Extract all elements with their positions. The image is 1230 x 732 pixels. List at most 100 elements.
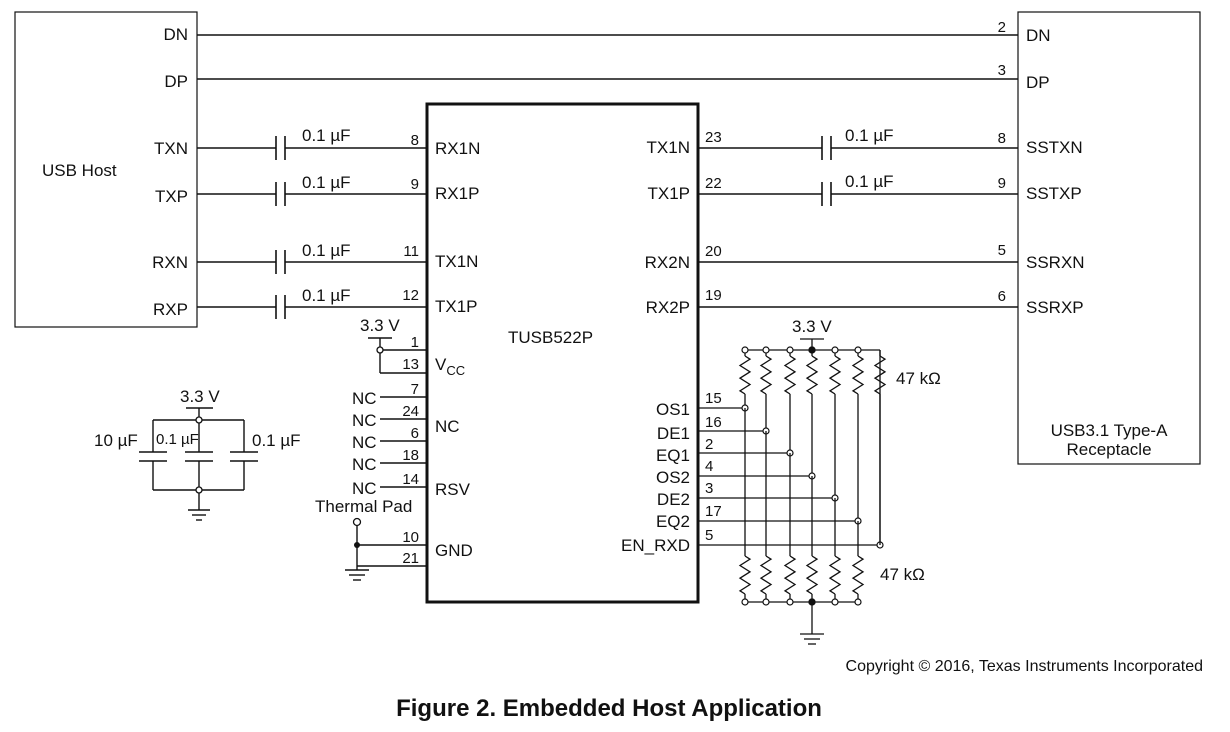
chip-pin-rx2p: RX2P (646, 298, 690, 317)
host-pin-txp: TXP (155, 187, 188, 206)
chip-pin-de1: DE1 (657, 424, 690, 443)
nc-pin-wires (380, 396, 427, 488)
pullup-resistor (738, 355, 752, 395)
pin-num-4: 4 (705, 458, 713, 475)
host-pin-dp: DP (164, 72, 188, 91)
usb-host-title: USB Host (42, 161, 117, 180)
chip-pin-rx1n: RX1N (435, 139, 480, 158)
decoupling-cap-01uf-a: 0.1 µF (156, 431, 199, 448)
rcpt-pin-num-9: 9 (998, 175, 1006, 192)
decoupling-cap-10uf: 10 µF (94, 431, 138, 450)
chip-pin-tx1n-left: TX1N (435, 252, 478, 271)
decoupling-supply-label: 3.3 V (180, 387, 220, 406)
usb-host-block (14, 11, 198, 328)
pullup-bus-node (786, 346, 794, 354)
pin-num-19: 19 (705, 287, 722, 304)
coupling-cap-label-4: 0.1 µF (302, 286, 351, 305)
pulldown-value-label: 47 kΩ (880, 565, 925, 584)
rcpt-pin-num-6: 6 (998, 288, 1006, 305)
pin-num-6: 6 (411, 425, 419, 442)
chip-pin-de2: DE2 (657, 490, 690, 509)
vcc-wires (368, 337, 427, 374)
nc-label-18: NC (352, 455, 377, 474)
receptacle-title-line2: Receptacle (1066, 440, 1151, 459)
decoupling-cap-plates (139, 451, 258, 462)
pullup-resistor (759, 355, 773, 395)
pin-num-5: 5 (705, 527, 713, 544)
gnd-wires (345, 522, 427, 581)
chip-pin-tx1n-right: TX1N (647, 138, 690, 157)
pin-num-14: 14 (402, 471, 419, 488)
host-pin-rxn: RXN (152, 253, 188, 272)
nc-label-6: NC (352, 433, 377, 452)
pulldown-resistor (759, 555, 773, 595)
rcpt-pin-ssrxp: SSRXP (1026, 298, 1084, 317)
pin-num-21: 21 (402, 550, 419, 567)
pin-num-9: 9 (411, 176, 419, 193)
pulldown-resistor (783, 555, 797, 595)
rcpt-pin-num-8: 8 (998, 130, 1006, 147)
pin-num-22: 22 (705, 175, 722, 192)
rcpt-pin-dp: DP (1026, 73, 1050, 92)
host-pin-txn: TXN (154, 139, 188, 158)
coupling-cap-label-1: 0.1 µF (302, 126, 351, 145)
pullup-bus-node (741, 346, 749, 354)
thermal-pad-label: Thermal Pad (315, 497, 412, 516)
pullup-supply-label: 3.3 V (792, 317, 832, 336)
pulldown-bus-node (741, 598, 749, 606)
pulldown-resistor (851, 555, 865, 595)
rcpt-pin-num-3: 3 (998, 62, 1006, 79)
thermal-pad-node (352, 517, 362, 527)
receptacle-block (1017, 11, 1201, 465)
pullup-resistor (828, 355, 842, 395)
pin-num-18: 18 (402, 447, 419, 464)
pin-num-2: 2 (705, 436, 713, 453)
pulldown-bus-node (786, 598, 794, 606)
chip-name: TUSB522P (508, 328, 593, 347)
pullup-bus-node (762, 346, 770, 354)
chip-pin-rsv: RSV (435, 480, 471, 499)
vcc-supply-label: 3.3 V (360, 316, 400, 335)
chip-pin-os2: OS2 (656, 468, 690, 487)
pin-num-17: 17 (705, 503, 722, 520)
pin-num-13: 13 (402, 356, 419, 373)
rcpt-pin-dn: DN (1026, 26, 1051, 45)
pullup-value-label: 47 kΩ (896, 369, 941, 388)
pin-num-1: 1 (411, 334, 419, 351)
coupling-cap-plates-left (275, 136, 286, 319)
chip-pin-os1: OS1 (656, 400, 690, 419)
rcpt-pin-num-2: 2 (998, 19, 1006, 36)
pin-num-15: 15 (705, 390, 722, 407)
rcpt-pin-ssrxn: SSRXN (1026, 253, 1085, 272)
pullup-resistor (783, 355, 797, 395)
rcpt-pin-num-5: 5 (998, 242, 1006, 259)
host-pin-dn: DN (163, 25, 188, 44)
gnd-junction (354, 542, 360, 548)
pulldown-resistor (805, 555, 819, 595)
chip-pin-nc: NC (435, 417, 460, 436)
chip-pin-vcc: VCC (435, 355, 465, 378)
nc-label-7: NC (352, 389, 377, 408)
rcpt-pin-sstxn: SSTXN (1026, 138, 1083, 157)
pin-num-16: 16 (705, 414, 722, 431)
decoupling-top-node (195, 416, 203, 424)
pulldown-bus-node (831, 598, 839, 606)
supply-junction (808, 346, 816, 354)
tusb522p-chip (425, 102, 700, 604)
pullup-resistor (851, 355, 865, 395)
pin-num-8: 8 (411, 132, 419, 149)
nc-label-24: NC (352, 411, 377, 430)
pulldown-resistor (738, 555, 752, 595)
pin-num-10: 10 (402, 529, 419, 546)
coupling-cap-label-5: 0.1 µF (845, 126, 894, 145)
pullup-bus-node (854, 346, 862, 354)
chip-pin-eq2: EQ2 (656, 512, 690, 531)
pullup-bus-node (831, 346, 839, 354)
chip-pin-eq1: EQ1 (656, 446, 690, 465)
pulldown-resistor (828, 555, 842, 595)
chip-pin-rx1p: RX1P (435, 184, 479, 203)
pin-num-7: 7 (411, 381, 419, 398)
copyright-note: Copyright © 2016, Texas Instruments Inco… (846, 658, 1203, 675)
